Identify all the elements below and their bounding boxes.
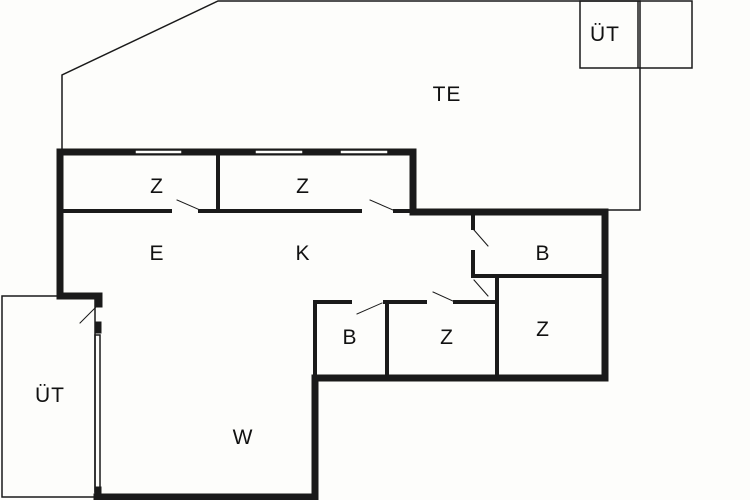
door-swings (79, 199, 489, 324)
room-label-balcony: ÜT (35, 384, 65, 407)
terrace-storage-box (579, 0, 693, 69)
room-label-living: W (232, 426, 254, 449)
room-label-bath-upper: B (535, 242, 551, 265)
room-label-terrace-storage: ÜT (590, 23, 620, 46)
thin-outlines (1, 0, 693, 498)
room-label-z4: Z (440, 326, 454, 349)
room-label-z2: Z (296, 175, 310, 198)
room-label-entrance: E (149, 242, 165, 265)
room-label-terrace: TE (432, 83, 462, 106)
room-label-z3: Z (536, 318, 550, 341)
room-label-kitchen: K (295, 242, 311, 265)
walls (56, 148, 609, 500)
room-label-z1: Z (150, 175, 164, 198)
room-label-bath-lower: B (342, 326, 358, 349)
balcony-window (94, 334, 101, 493)
terrace-outline (61, 0, 641, 211)
